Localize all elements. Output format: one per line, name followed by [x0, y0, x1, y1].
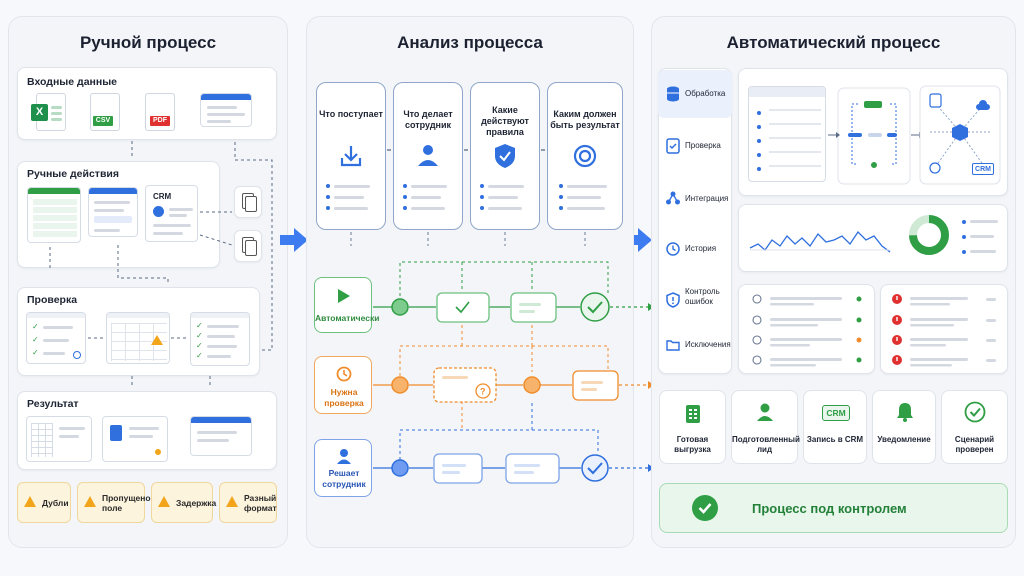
- folder-icon: [666, 340, 680, 351]
- analysis-title: Анализ процесса: [397, 33, 543, 52]
- arrow-to-automatic: [624, 228, 652, 252]
- pdf-file-icon: PDF: [145, 93, 175, 131]
- crm-window: CRM: [145, 185, 198, 242]
- warning-icon: [158, 496, 170, 507]
- issue-duplicates: Дубли: [17, 482, 71, 523]
- tab-integration[interactable]: Интеграция: [658, 174, 732, 222]
- tab-processing[interactable]: Обработка: [658, 70, 732, 118]
- spreadsheet-window: [27, 187, 81, 243]
- crm-integration-badge: CRM: [972, 163, 994, 175]
- checklist-icon: [666, 138, 680, 154]
- row-label-employee-decides: Решает сотрудник: [314, 439, 372, 497]
- warning-icon: [226, 496, 238, 507]
- data-table-window: [748, 86, 826, 182]
- bell-icon: [897, 403, 913, 422]
- manual-actions-label: Ручные действия: [27, 168, 119, 180]
- arrow-to-analysis: [280, 228, 308, 252]
- result-document-window: [102, 416, 168, 462]
- verified-list-window: ✓ ✓ ✓ ✓: [190, 312, 250, 366]
- warning-icon: [151, 335, 163, 345]
- user-icon: [418, 145, 438, 166]
- crm-result-badge: CRM: [822, 405, 850, 421]
- paste-document-icon: [234, 230, 262, 262]
- result-browser-window: [190, 416, 252, 456]
- tab-history[interactable]: История: [658, 226, 732, 274]
- issue-delay: Задержка: [151, 482, 216, 523]
- process-status-text: Процесс под контролем: [752, 501, 907, 516]
- issue-missing-field: Пропущено поле: [77, 482, 151, 523]
- pdf-badge: PDF: [150, 116, 170, 126]
- tab-error-control[interactable]: Контроль ошибок: [658, 278, 732, 326]
- input-data-label: Входные данные: [27, 76, 118, 88]
- check-circle-icon: [964, 401, 986, 423]
- form-window: [88, 187, 138, 237]
- result-notification: Уведомление: [872, 390, 936, 464]
- row-label-needs-check: Нужна проверка: [314, 356, 372, 414]
- tab-exceptions[interactable]: Исключения: [658, 324, 732, 368]
- excel-file-icon: X: [31, 93, 66, 131]
- magnifier-icon: [73, 351, 81, 359]
- target-icon: [573, 144, 597, 168]
- checklist-window: ✓ ✓ ✓: [26, 312, 86, 364]
- process-status-banner: Процесс под контролем: [659, 483, 1008, 533]
- check-circle-filled-icon: [692, 495, 718, 521]
- donut-chart: [909, 215, 949, 255]
- csv-badge: CSV: [93, 116, 113, 126]
- table-check-window: [106, 312, 170, 364]
- check-label: Проверка: [27, 294, 78, 306]
- step-rules: Какие действуют правила: [470, 82, 540, 230]
- result-crm-record: CRM Запись в CRM: [803, 390, 867, 464]
- shield-alert-icon: [666, 292, 680, 308]
- tab-check[interactable]: Проверка: [658, 122, 732, 170]
- database-icon: [667, 86, 679, 102]
- result-label: Результат: [27, 398, 79, 410]
- user-icon: [757, 403, 773, 421]
- user-avatar-icon: [153, 206, 164, 217]
- automatic-title: Автоматический процесс: [726, 33, 941, 52]
- history-clock-icon: [666, 242, 680, 256]
- result-lead: Подготовленный лид: [731, 390, 800, 464]
- manual-process-title: Ручной процесс: [79, 33, 217, 52]
- result-scenario-verified: Сценарий проверен: [941, 390, 1008, 464]
- row-label-automatic: Автоматически: [314, 277, 379, 333]
- issue-format: Разный формат: [219, 482, 277, 523]
- browser-window-icon: [200, 93, 252, 127]
- crm-label: CRM: [153, 192, 172, 201]
- share-nodes-icon: [666, 191, 680, 205]
- play-icon: [338, 289, 350, 303]
- download-icon: [340, 146, 362, 167]
- user-icon: [337, 449, 351, 464]
- document-icon: [110, 425, 122, 441]
- step-result: Каким должен быть результат: [547, 82, 623, 230]
- sidebar: [658, 68, 732, 374]
- spreadsheet-icon: [686, 405, 700, 423]
- clock-icon: [336, 366, 352, 382]
- step-employee: Что делает сотрудник: [393, 82, 463, 230]
- svg-text:?: ?: [480, 387, 486, 397]
- warning-icon: [24, 496, 36, 507]
- copy-document-icon: [234, 186, 262, 218]
- warning-icon: [84, 496, 96, 507]
- result-table-window: [26, 416, 92, 462]
- csv-file-icon: CSV: [90, 93, 120, 131]
- shield-icon: [495, 144, 515, 168]
- result-export: Готовая выгрузка: [659, 390, 726, 464]
